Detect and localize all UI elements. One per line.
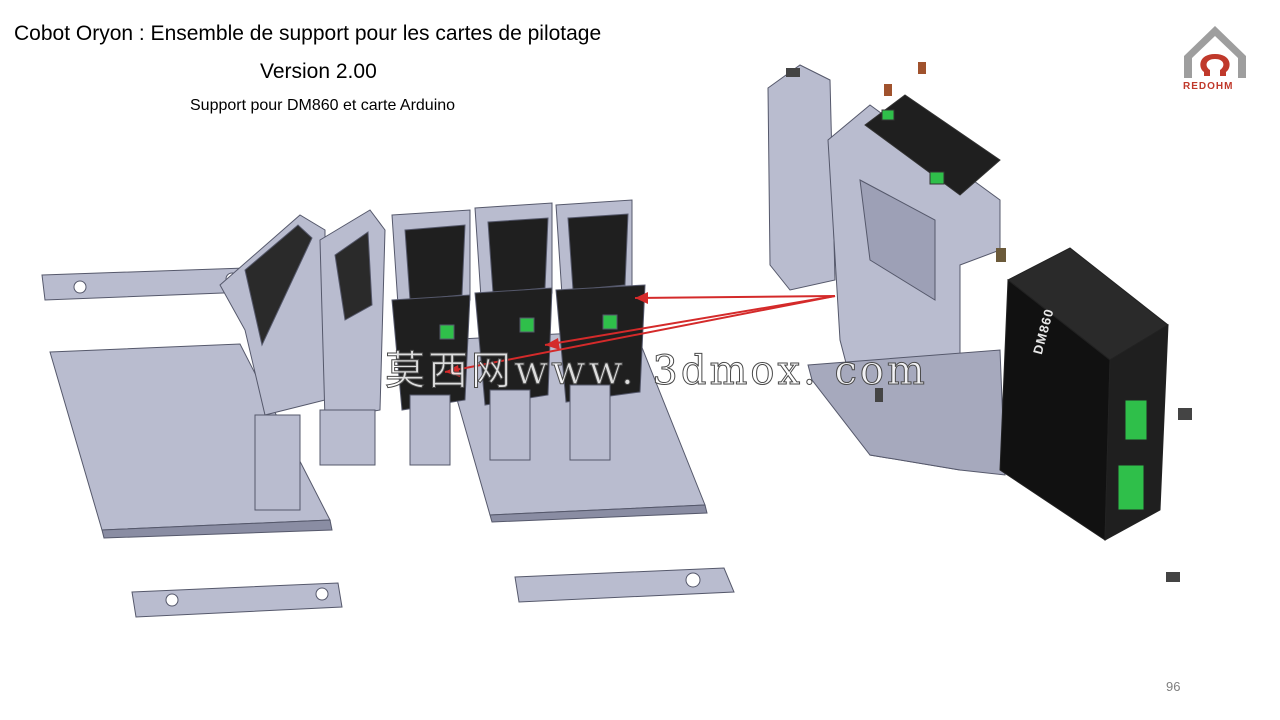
house-omega-icon [1184,26,1246,78]
driver-support-1 [391,209,471,466]
logo-text: REDOHM [1183,81,1234,92]
exploded-bracket-right [767,64,1006,476]
mounting-bar-top [41,267,249,301]
arduino-board-right [864,94,1001,196]
screws [786,62,1192,582]
slide-version: Version 2.00 [260,60,377,83]
slide-title: Cobot Oryon : Ensemble de support pour l… [14,22,602,45]
mounting-bar-bottom-right [514,567,735,603]
slide-subtitle: Support pour DM860 et carte Arduino [190,97,456,114]
page-number: 96 [1166,679,1181,694]
red-indicator-arrows [444,292,836,377]
arduino-bracket-left [219,209,386,511]
watermark: 莫西网www. 3dmox. com [385,348,928,395]
dm860-driver [999,247,1169,541]
mounting-bar-bottom-left [131,582,343,618]
driver-support-2 [474,202,553,461]
driver-support-3 [555,199,646,461]
